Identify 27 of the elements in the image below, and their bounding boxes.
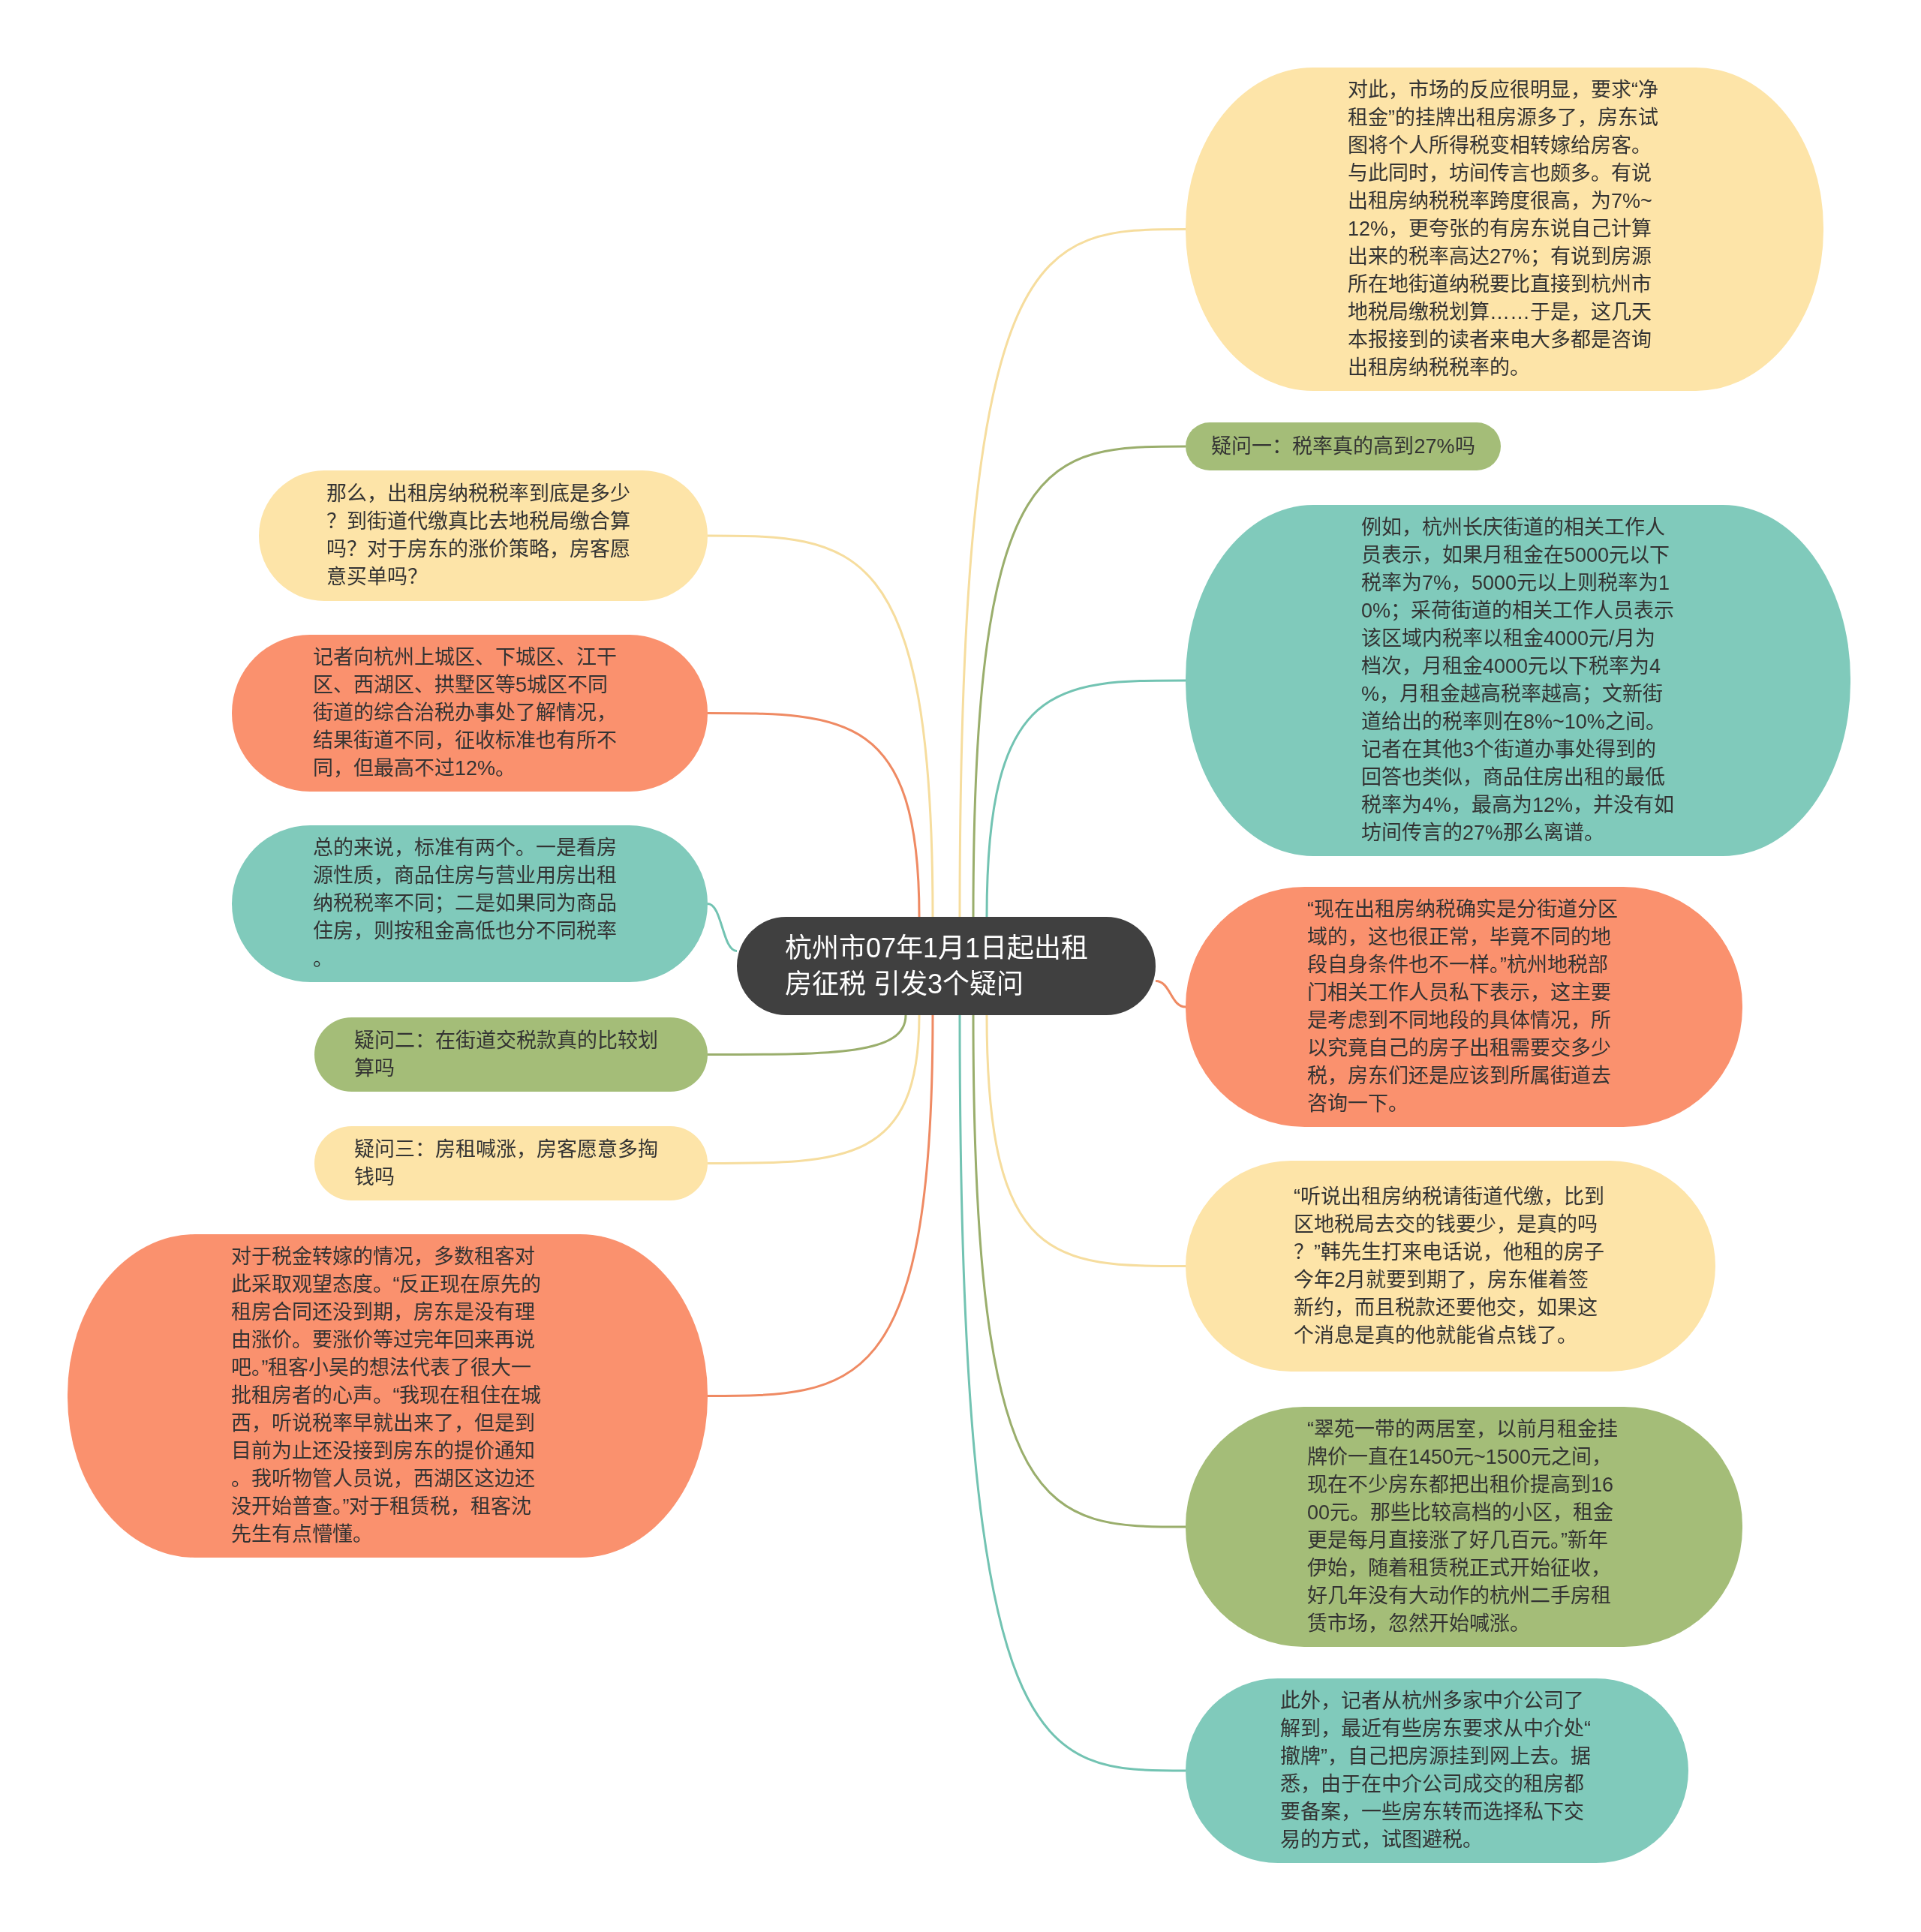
topic-text: 对于税金转嫁的情况，多数租客对此采取观望态度。“反正现在原先的租房合同还没到期，房东是没有理由涨价。要涨价等过完年回来再说吧。”租客小吴的想法代表了很大一批租房者的心声。“我现在租住在城西，听说税率早就出来了，但是到目前为止还没接到房东的提价通知。我听物管人员说，西湖区这边还没开始普查。”对于租赁税，租客沈先生有点懵懂。 xyxy=(230,1245,543,1547)
topic-text: 对此，市场的反应很明显，要求“净租金”的挂牌出租房源多了，房东试图将个人所得税变相转嫁给房客。与此同时，坊间传言也颇多。有说出租房纳税税率跨度很高，为7%~12%，更夸张的有房东说自己计算出来的税率高达27%；有说到房源所在地街道纳税要比直接到杭州市地税局缴税划算……于是，这几天本报接到的读者来电大多都是咨询出租房纳税税率的。 xyxy=(1348,78,1659,380)
connector-line xyxy=(985,1014,1186,1267)
connector-line xyxy=(708,712,921,918)
topic-text: 那么，出租房纳税税率到底是多少？到街道代缴真比去地税局缴合算吗？对于房东的涨价策略，房客愿意买单吗？ xyxy=(326,482,631,590)
connector-line xyxy=(958,1015,1186,1772)
connector-line xyxy=(708,534,934,918)
topic-text: 疑问一：税率真的高到27%吗 xyxy=(1211,434,1475,459)
topic-text: 总的来说，标准有两个。一是看房源性质，商品住房与营业用房出租纳税税率不同；二是如果同为商品住房，则按租金高低也分不同税率。 xyxy=(313,836,618,972)
topic-title: 杭州市07年1月1日起出租房征税 引发3个疑问 xyxy=(785,931,1090,1001)
connector-line xyxy=(708,1014,934,1397)
connector-line xyxy=(1155,980,1186,1008)
connector-line xyxy=(972,445,1186,918)
topic-text: “听说出租房纳税请街道代缴，比到区地税局去交的钱要少，是真的吗？”韩先生打来电话说，他租的房子今年2月就要到期了，房东催着签新约，而且税款还要他交，如果这个消息是真的他就能省点钱了。 xyxy=(1294,1184,1605,1348)
topic-text: 疑问二：在街道交税款真的比较划算吗 xyxy=(354,1028,659,1081)
connector-line xyxy=(707,903,738,952)
topic-text: “现在出租房纳税确实是分街道分区域的，这也很正常，毕竟不同的地段自身条件也不一样。”杭州地税部门相关工作人员私下表示，这主要是考虑到不同地段的具体情况，所以究竟自己的房子出租需要交多少税，房东们还是应该到所属街道去咨询一下。 xyxy=(1307,897,1619,1116)
connector-line xyxy=(708,1014,907,1056)
topic-text: 此外，记者从杭州多家中介公司了解到，最近有些房东要求从中介处“撤牌”，自己把房源挂到网上去。据悉，由于在中介公司成交的租房都要备案，一些房东转而选择私下交易的方式，试图避税。 xyxy=(1280,1689,1592,1852)
topic-text: 疑问三：房租喊涨，房客愿意多掏钱吗 xyxy=(354,1137,659,1190)
connector-line xyxy=(958,228,1186,917)
topic-text: “翠苑一带的两居室，以前月租金挂牌价一直在1450元~1500元之间，现在不少房东都把出租价提高到1600元。那些比较高档的小区，租金更是每月直接涨了好几百元。”新年伊始，随着租赁税正式开始征收，好几年没有大动作的杭州二手房租赁市场，忽然开始喊涨。 xyxy=(1307,1417,1619,1636)
connector-line xyxy=(972,1014,1186,1528)
connector-line xyxy=(708,1014,921,1164)
topic-text: 例如，杭州长庆街道的相关工作人员表示，如果月租金在5000元以下税率为7%，5000元以上则税率为10%；采荷街道的相关工作人员表示该区域内税率以租金4000元/月为档次，月租金4000元以下税率为4%，月租金越高税率越高；文新街道给出的税率则在8%~10%之间。记者在其他3个街道办事处得到的回答也类似，商品住房出租的最低税率为4%，最高为12%，并没有如坊间传言的27%那么离谱。 xyxy=(1361,515,1675,846)
connector-line xyxy=(985,679,1186,918)
topic-text: 记者向杭州上城区、下城区、江干区、西湖区、拱墅区等5城区不同街道的综合治税办事处了解情况，结果街道不同，征收标准也有所不同，但最高不过12%。 xyxy=(313,645,618,781)
